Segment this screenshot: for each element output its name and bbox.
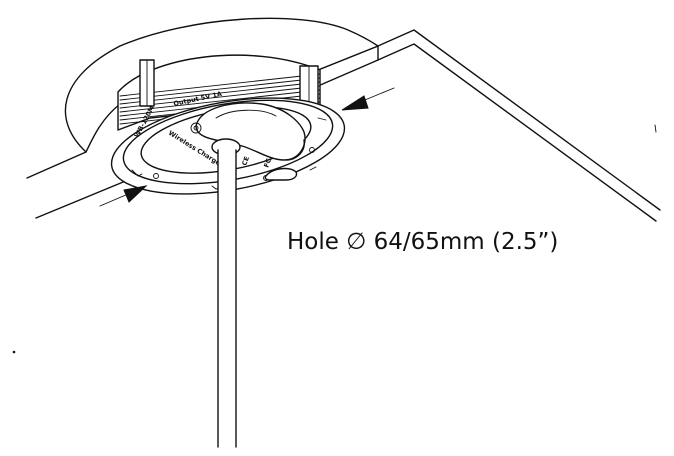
charger-cap: WB-120M Output 5V 1A Wireless Charger CE…: [133, 90, 312, 181]
power-cable: [217, 149, 237, 448]
hole-dimension-arrows: [99, 87, 395, 207]
hole-size-label: Hole ∅ 64/65mm (2.5”): [287, 229, 559, 255]
marking-ce: CE: [240, 155, 251, 166]
marking-fc: FC: [262, 157, 273, 169]
